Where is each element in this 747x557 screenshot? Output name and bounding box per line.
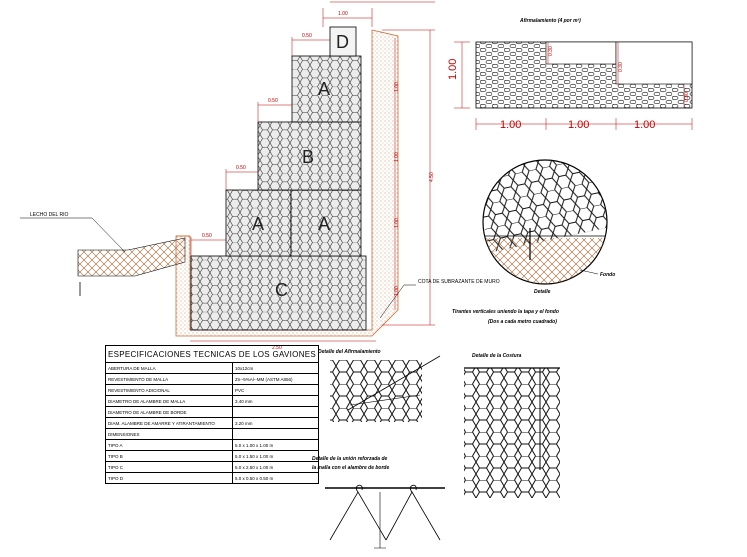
spec-key: DIAM. ALAMBRE DE AMARRE Y ATIRANTAMIENTO bbox=[105, 417, 233, 429]
spec-row: DIAMETRO DE ALAMBRE DE BORDE bbox=[105, 406, 320, 418]
detail-union: Detalle de la unión reforzada de la mall… bbox=[312, 456, 445, 549]
spec-value: 5.0 x 0.50 x 0.50 m bbox=[231, 472, 320, 484]
right-dim-2: 1.00 bbox=[394, 152, 400, 162]
block-label-a-top: A bbox=[318, 79, 330, 99]
offset-dim-2: 0.50 bbox=[268, 98, 278, 104]
foundation-label: COTA DE SUBRAZANTE DE MURO bbox=[418, 279, 500, 285]
spec-value: Zn--5%Al--MM (ASTM A856) bbox=[231, 373, 320, 385]
right-dim-1: 1.00 bbox=[394, 82, 400, 92]
mattress-section: Afirmalamiento (4 por m²) 1.00 1.00 1.00… bbox=[447, 18, 693, 131]
spec-value: 3.40 mm bbox=[231, 395, 320, 407]
spec-key: TIPO A bbox=[105, 439, 233, 451]
mesh-detail-circle: Fondo Detalle Tirantes verticales uniend… bbox=[452, 159, 615, 325]
detail-caption-1: Tirantes verticales uniendo la tapa y el… bbox=[452, 309, 559, 315]
spec-value bbox=[231, 406, 320, 418]
top-dim: 1.00 bbox=[338, 11, 348, 17]
total-height-dim: 4.50 bbox=[429, 172, 435, 182]
spec-value: 5.0 x 2.50 x 1.00 m bbox=[231, 461, 320, 473]
spec-value: 5.0 x 1.50 x 1.00 m bbox=[231, 450, 320, 462]
block-label-a-left: A bbox=[252, 214, 264, 234]
spec-key: DIMENSIONES bbox=[105, 428, 233, 440]
costura-label: Detalle de la Costura bbox=[472, 353, 522, 359]
backfill bbox=[175, 29, 399, 337]
block-label-a-right: A bbox=[318, 214, 330, 234]
fondo-label: Fondo bbox=[600, 272, 615, 278]
spec-key: REVESTIMIENTO DE MALLA bbox=[105, 373, 233, 385]
block-label-d: D bbox=[336, 32, 349, 52]
union-label-2: la malla con el alambre de borde bbox=[312, 465, 389, 471]
mattress-width-dim-1: 1.00 bbox=[500, 119, 521, 131]
spec-title: ESPECIFICACIONES TECNICAS DE LOS GAVIONE… bbox=[104, 345, 320, 363]
mattress-small-dim-2: 0.30 bbox=[618, 62, 624, 72]
detail-costura: Detalle de la Costura bbox=[464, 353, 560, 498]
right-dim-4: 1.00 bbox=[394, 286, 400, 296]
spec-key: DIAMETRO DE ALAMBRE DE MALLA bbox=[105, 395, 233, 407]
spec-value bbox=[231, 428, 320, 440]
mattress-small-dim-1: 0.30 bbox=[548, 46, 554, 56]
mattress-void-1 bbox=[545, 41, 617, 65]
spec-key: DIAMETRO DE ALAMBRE DE BORDE bbox=[105, 406, 233, 418]
gabion-d bbox=[329, 26, 357, 57]
detail-caption-2: (Dos a cada metro cuadrado) bbox=[488, 319, 557, 325]
block-label-c: C bbox=[275, 280, 288, 300]
mattress-title: Afirmalamiento (4 por m²) bbox=[519, 18, 581, 24]
spec-key: ABERTURA DE MALLA bbox=[105, 362, 233, 374]
spec-row: DIAM. ALAMBRE DE AMARRE Y ATIRANTAMIENTO… bbox=[105, 417, 320, 429]
mattress-small-dim-3: 0.30 bbox=[684, 92, 690, 102]
spec-key: TIPO D bbox=[105, 472, 233, 484]
mattress-width-dim-3: 1.00 bbox=[634, 119, 655, 131]
spec-value: 10x12cm bbox=[231, 362, 320, 374]
spec-key: TIPO B bbox=[105, 450, 233, 462]
mattress-void-2 bbox=[615, 41, 693, 85]
union-label-1: Detalle de la unión reforzada de bbox=[312, 456, 388, 462]
mattress-width-dim-2: 1.00 bbox=[568, 119, 589, 131]
mattress-height-dim: 1.00 bbox=[447, 59, 459, 80]
main-section: LECHO DEL RIO D A B A A C bbox=[20, 1, 500, 351]
riverbed-label: LECHO DEL RIO bbox=[30, 212, 69, 218]
riverbed-soil bbox=[77, 237, 186, 277]
afirmalamiento-label: Detalle del Afirmalamiento bbox=[318, 349, 381, 355]
right-dim-3: 1.00 bbox=[394, 218, 400, 228]
spec-value: 3.20 mm bbox=[231, 417, 320, 429]
spec-row: DIMENSIONES bbox=[105, 428, 320, 440]
offset-dim-3: 0.50 bbox=[236, 165, 246, 171]
spec-key: TIPO C bbox=[105, 461, 233, 473]
block-label-b: B bbox=[302, 147, 314, 167]
offset-dim-4: 0.50 bbox=[202, 233, 212, 239]
detail-label: Detalle bbox=[534, 289, 551, 295]
offset-dim-1: 0.50 bbox=[302, 33, 312, 39]
spec-value: PVC bbox=[231, 384, 320, 396]
spec-table: ESPECIFICACIONES TECNICAS DE LOS GAVIONE… bbox=[104, 345, 320, 484]
detail-afirmalamiento: Detalle del Afirmalamiento bbox=[318, 349, 441, 422]
spec-key: REVESTIMIENTO ADICIONAL bbox=[105, 384, 233, 396]
spec-value: 5.0 x 1.00 x 1.00 m bbox=[231, 439, 320, 451]
